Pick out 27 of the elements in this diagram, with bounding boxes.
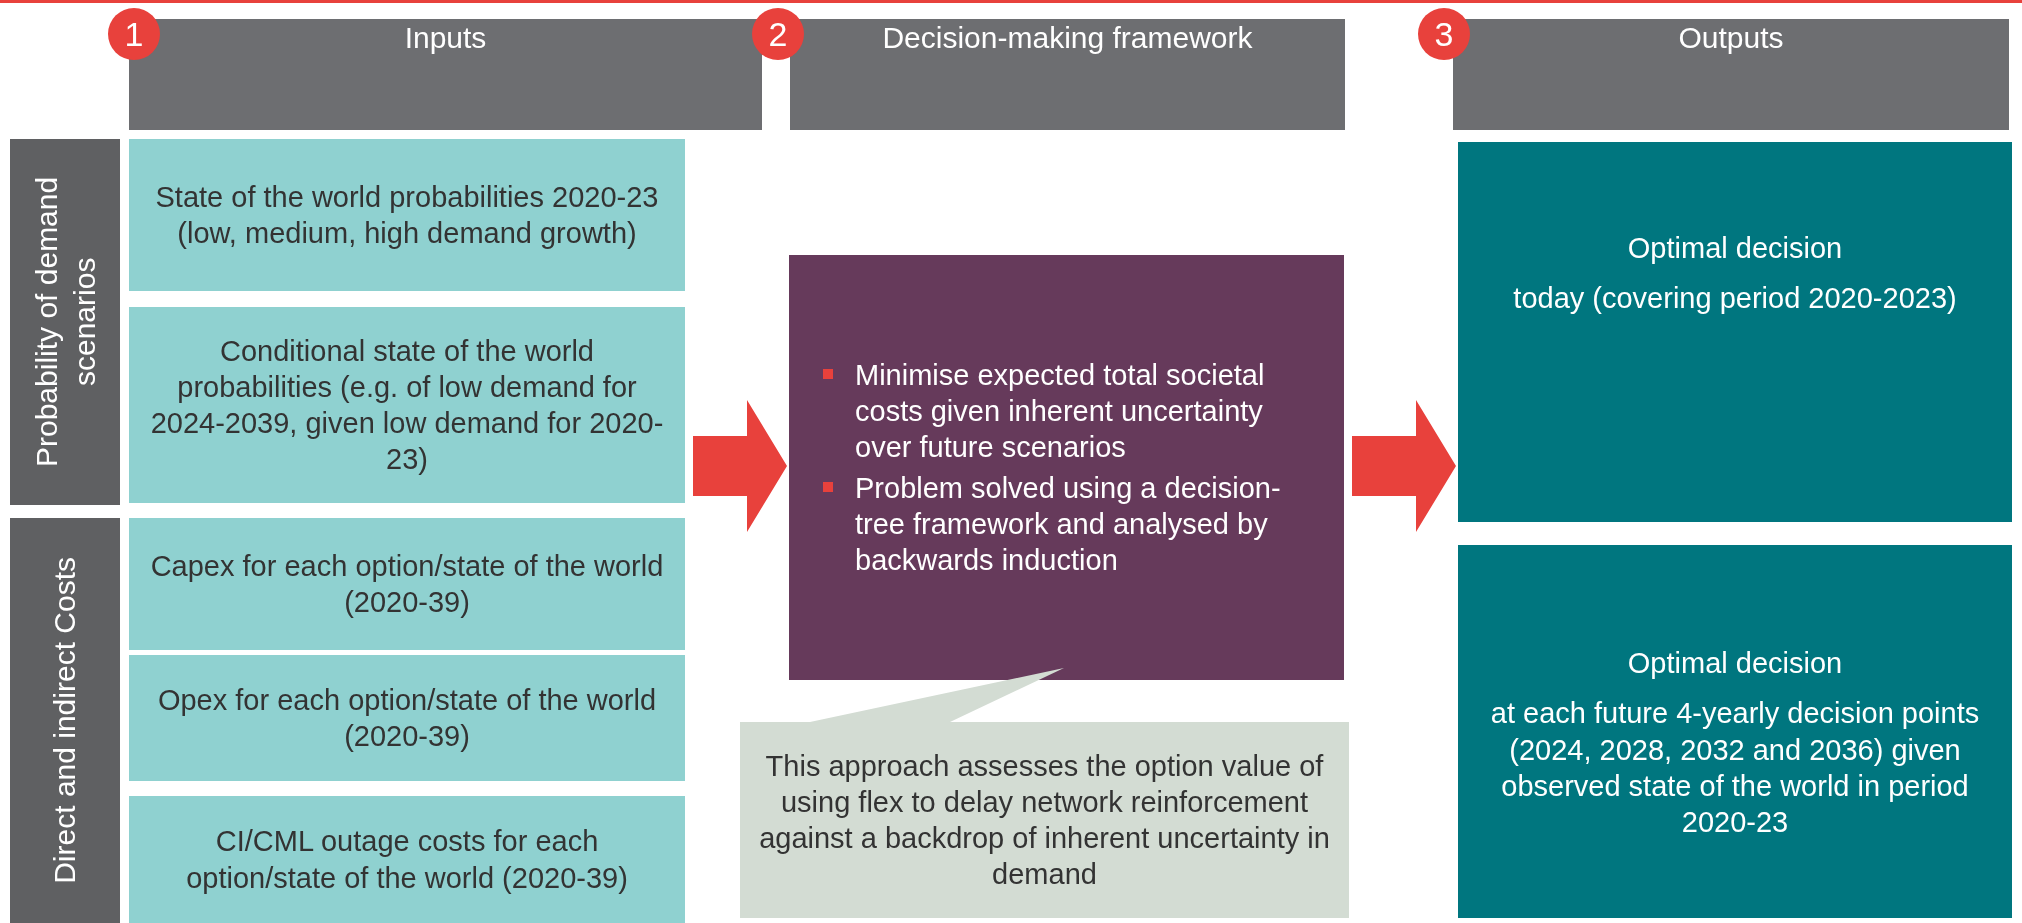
speech-callout [740, 668, 1349, 918]
number-badge: 2 [752, 8, 804, 60]
column-header: Decision-making framework [790, 19, 1345, 130]
bullet-text: Problem solved using a decision-tree framework and analysed by backwards induction [819, 469, 1314, 579]
output-box [1458, 545, 2012, 918]
block-arrow [1352, 400, 1456, 532]
input-box: Opex for each option/state of the world (2020-39) [129, 655, 685, 781]
input-box: Capex for each option/state of the world (2020-39) [129, 518, 685, 650]
input-box: CI/CML outage costs for each option/state of the world (2020-39) [129, 796, 685, 923]
input-box: Conditional state of the world probabilities (e.g. of low demand for 2024-2039, given low demand for 2020-23) [129, 307, 685, 503]
number-badge: 3 [1418, 8, 1470, 60]
row-band [10, 518, 120, 923]
bullet-text: Minimise expected total societal costs given inherent uncertainty over future scenarios [819, 356, 1314, 466]
band-label: Probability of demand scenarios [28, 175, 101, 470]
block-arrow [693, 400, 787, 532]
box-text: at each future 4-yearly decision points (2024, 2028, 2032 and 2036) given observed state of the world in period 2020-23 [1489, 696, 1981, 840]
band-label: Direct and indirect Costs [47, 557, 83, 884]
column-header: Outputs [1453, 19, 2009, 130]
number-badge: 1 [108, 8, 160, 60]
framework-box [789, 255, 1344, 680]
output-box [1458, 142, 2012, 522]
input-box: State of the world probabilities 2020-23 (low, medium, high demand growth) [129, 139, 685, 291]
box-text: today (covering period 2020-2023) [1512, 281, 1958, 317]
row-band [10, 139, 120, 505]
box-heading: Optimal decision [1626, 646, 1844, 681]
box-heading: Optimal decision [1626, 231, 1844, 266]
box-text: This approach assesses the option value of using flex to delay network reinforcement against a backdrop of inherent uncertainty in demand [758, 748, 1331, 893]
